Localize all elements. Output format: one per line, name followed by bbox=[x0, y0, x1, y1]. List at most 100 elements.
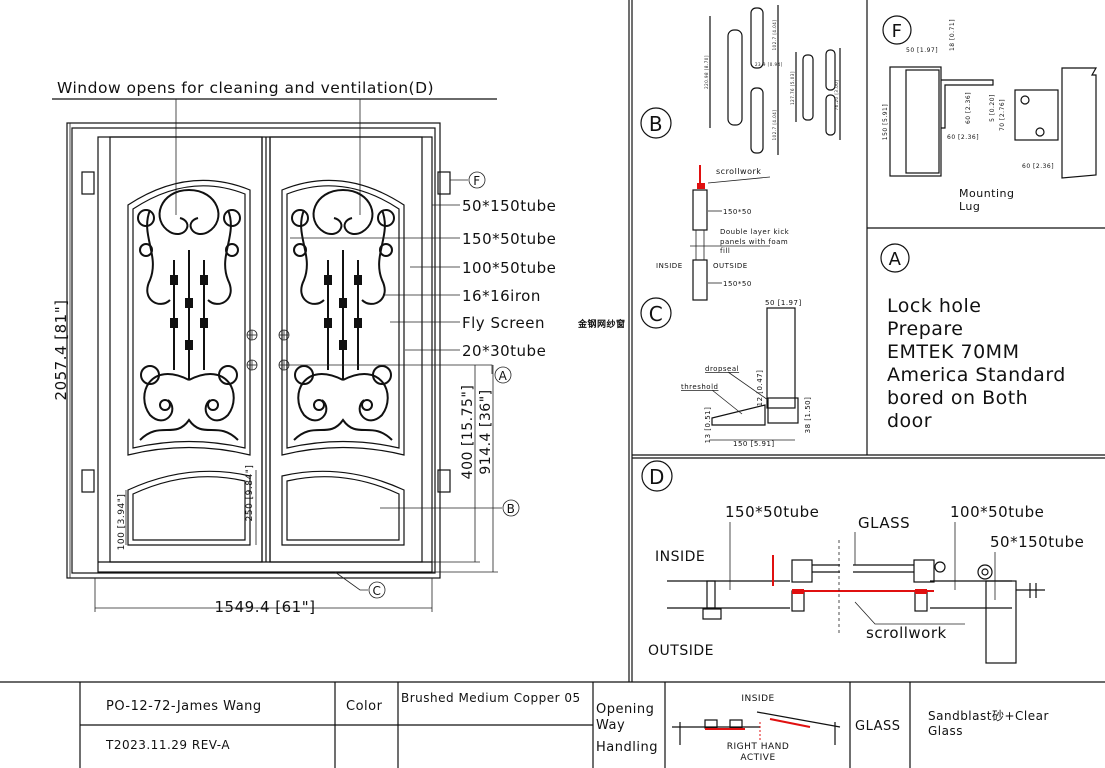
svg-text:Way: Way bbox=[596, 718, 625, 733]
dim-kick-inner: 250 [9.84"] bbox=[245, 465, 255, 522]
dim-lock-height: 914.4 [36"] bbox=[478, 389, 494, 474]
mounting-lug-label: Mounting bbox=[959, 187, 1015, 200]
callout-16x16iron: 16*16iron bbox=[462, 287, 541, 305]
svg-text:America Standard: America Standard bbox=[887, 364, 1066, 386]
dimension-lines bbox=[69, 123, 498, 612]
svg-text:60 [2.36]: 60 [2.36] bbox=[965, 92, 972, 124]
svg-text:Lock hole: Lock hole bbox=[887, 295, 982, 317]
revision: T2023.11.29 REV-A bbox=[105, 738, 230, 752]
dim-kick-bottom: 100 [3.94"] bbox=[117, 494, 127, 551]
callout-20x30: 20*30tube bbox=[462, 342, 546, 360]
callout-fly-screen: Fly Screen bbox=[462, 314, 545, 332]
handing-diagram bbox=[672, 711, 841, 745]
svg-text:5 [0.20]: 5 [0.20] bbox=[989, 94, 996, 122]
color-value: Brushed Medium Copper 05 bbox=[401, 691, 581, 705]
svg-text:38 [1.50]: 38 [1.50] bbox=[804, 397, 812, 434]
svg-text:150*50: 150*50 bbox=[723, 280, 752, 288]
svg-text:A: A bbox=[889, 249, 902, 270]
marker-b-detail: B bbox=[649, 112, 663, 136]
kick-panel-left bbox=[127, 470, 251, 546]
svg-text:INSIDE: INSIDE bbox=[655, 549, 705, 565]
svg-text:102.7 [4.04]: 102.7 [4.04] bbox=[772, 20, 777, 51]
svg-text:50*150tube: 50*150tube bbox=[990, 533, 1084, 551]
svg-text:EMTEK 70MM: EMTEK 70MM bbox=[887, 341, 1019, 363]
dim-height: 2057.4 [81"] bbox=[52, 300, 70, 401]
marker-b: B bbox=[507, 502, 516, 516]
svg-text:150 [5.91]: 150 [5.91] bbox=[733, 440, 775, 448]
svg-text:RIGHT HAND: RIGHT HAND bbox=[727, 742, 790, 752]
svg-text:Handling: Handling bbox=[596, 740, 658, 755]
svg-text:Lug: Lug bbox=[959, 200, 980, 213]
svg-text:Opening: Opening bbox=[596, 702, 654, 717]
svg-text:100*50tube: 100*50tube bbox=[950, 503, 1044, 521]
svg-text:13 [0.51]: 13 [0.51] bbox=[704, 407, 712, 444]
svg-text:GLASS: GLASS bbox=[855, 719, 901, 734]
svg-text:60 [2.36]: 60 [2.36] bbox=[1022, 163, 1054, 170]
collars-left bbox=[170, 275, 208, 350]
detail-d-section: D 150*50tube GLASS 100*50tube 50*150tube… bbox=[641, 460, 1084, 664]
svg-text:OUTSIDE: OUTSIDE bbox=[713, 262, 748, 270]
title-block: PO-12-72-James Wang T2023.11.29 REV-A Co… bbox=[79, 682, 1049, 768]
detail-c-threshold: C 50 [1.97] dropseal threshold 12 [0.47]… bbox=[640, 297, 812, 448]
svg-text:Double layer kick: Double layer kick bbox=[720, 228, 790, 236]
scrollwork-left bbox=[137, 189, 241, 441]
detail-f-mounting-lug: F 50 [1.97] 18 [0.71] 150 [5.91] 60 [2.3… bbox=[882, 15, 1098, 213]
svg-text:Prepare: Prepare bbox=[887, 318, 964, 340]
svg-text:F: F bbox=[892, 21, 903, 42]
svg-text:50 [1.97]: 50 [1.97] bbox=[906, 47, 938, 54]
svg-text:OUTSIDE: OUTSIDE bbox=[648, 643, 714, 659]
svg-text:60 [2.36]: 60 [2.36] bbox=[947, 134, 979, 141]
callout-100x50: 100*50tube bbox=[462, 259, 556, 277]
svg-text:D: D bbox=[649, 465, 665, 489]
detail-a-lock-note: A Lock hole Prepare EMTEK 70MM America S… bbox=[880, 243, 1066, 432]
svg-text:scrollwork: scrollwork bbox=[866, 624, 947, 642]
callout-150x50: 150*50tube bbox=[462, 230, 556, 248]
kick-panel-right bbox=[281, 470, 405, 546]
door-elevation: Window opens for cleaning and ventilatio… bbox=[52, 79, 625, 616]
kick-panel-section: scrollwork 150*50 Double layer kick pane… bbox=[656, 165, 790, 301]
collars-right bbox=[324, 275, 362, 350]
svg-text:C: C bbox=[649, 302, 663, 326]
svg-text:18 [0.71]: 18 [0.71] bbox=[949, 19, 956, 51]
dim-width: 1549.4 [61"] bbox=[215, 598, 316, 616]
svg-text:150 [5.91]: 150 [5.91] bbox=[882, 104, 889, 140]
svg-text:panels with foam: panels with foam bbox=[720, 238, 788, 246]
dim-kick-height: 400 [15.75"] bbox=[460, 385, 476, 480]
outer-frame bbox=[66, 122, 441, 579]
svg-text:102.7 [4.04]: 102.7 [4.04] bbox=[772, 110, 777, 141]
svg-text:dropseal: dropseal bbox=[705, 365, 739, 373]
svg-text:door: door bbox=[887, 410, 932, 432]
svg-text:GLASS: GLASS bbox=[858, 514, 910, 532]
svg-text:Glass: Glass bbox=[928, 724, 963, 738]
scrollwork-right bbox=[291, 189, 395, 441]
svg-text:INSIDE: INSIDE bbox=[741, 694, 774, 704]
svg-text:50 [1.97]: 50 [1.97] bbox=[765, 299, 802, 307]
svg-text:23.9 [0.94]: 23.9 [0.94] bbox=[755, 62, 783, 67]
po-number: PO-12-72-James Wang bbox=[106, 699, 262, 714]
svg-text:scrollwork: scrollwork bbox=[716, 167, 761, 176]
svg-text:fill: fill bbox=[720, 247, 730, 255]
sheet-frame bbox=[0, 0, 1105, 683]
marker-circles bbox=[368, 171, 520, 599]
detail-b-hinges: B 220.98 [8.70] 102.7 [4.04] 23.9 [0.94]… bbox=[640, 5, 841, 155]
marker-c: C bbox=[373, 584, 382, 598]
svg-text:threshold: threshold bbox=[681, 383, 718, 391]
svg-text:127.76 [5.03]: 127.76 [5.03] bbox=[790, 71, 795, 105]
view-title: Window opens for cleaning and ventilatio… bbox=[57, 79, 434, 97]
callout-50x150: 50*150tube bbox=[462, 197, 556, 215]
svg-text:bored on Both: bored on Both bbox=[887, 387, 1028, 409]
svg-text:ACTIVE: ACTIVE bbox=[740, 753, 775, 763]
svg-text:220.98 [8.70]: 220.98 [8.70] bbox=[704, 55, 709, 89]
svg-text:76.20 [3.00]: 76.20 [3.00] bbox=[834, 80, 839, 111]
marker-f: F bbox=[473, 174, 480, 188]
svg-text:150*50: 150*50 bbox=[723, 208, 752, 216]
svg-text:12 [0.47]: 12 [0.47] bbox=[756, 370, 764, 407]
lock-holes bbox=[246, 329, 290, 371]
svg-text:150*50tube: 150*50tube bbox=[725, 503, 819, 521]
glass-value: Sandblast砂+Clear bbox=[928, 709, 1049, 723]
marker-a: A bbox=[499, 369, 508, 383]
svg-text:70 [2.76]: 70 [2.76] bbox=[999, 99, 1006, 131]
svg-text:INSIDE: INSIDE bbox=[656, 262, 683, 270]
color-label: Color bbox=[346, 699, 383, 714]
